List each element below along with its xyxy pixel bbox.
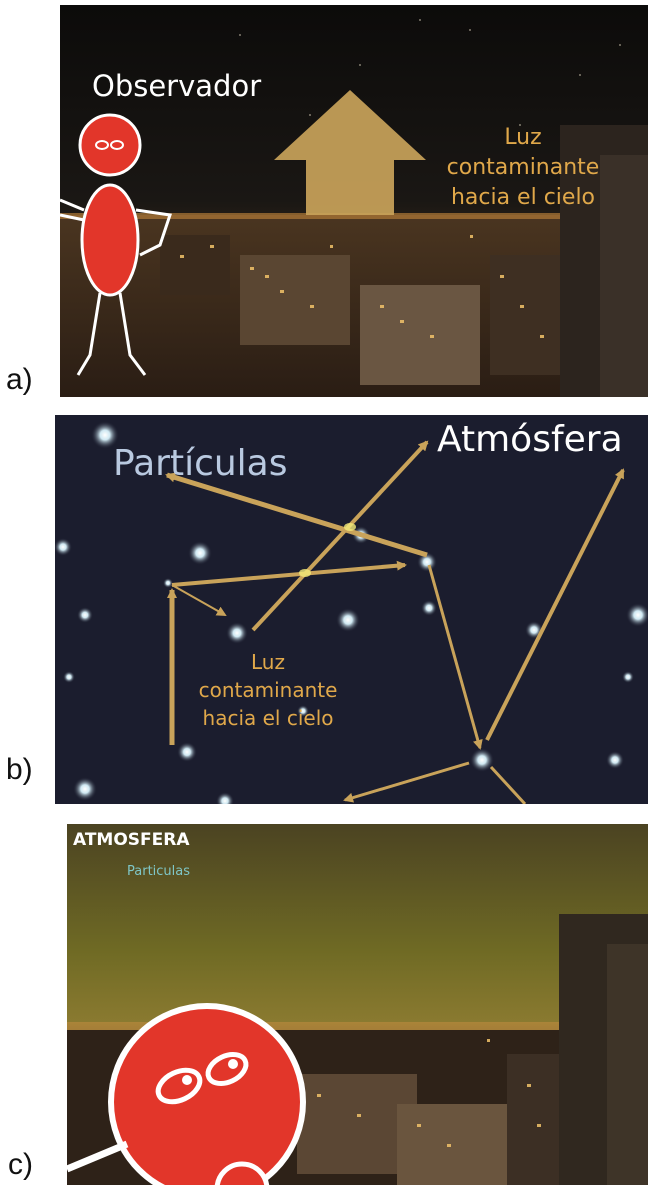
arrow-small [171, 584, 227, 616]
observer-figure-closeup [67, 1003, 306, 1185]
atmosphere-title: ATMOSFERA [73, 830, 190, 850]
particles-subtitle: Particulas [127, 864, 191, 879]
arrow-to-particles [165, 472, 428, 558]
light-line-3: hacia el cielo [202, 706, 334, 730]
panel-label-c: c) [8, 1148, 33, 1181]
light-line-1: Luz [251, 650, 285, 674]
arrow-up-right [485, 468, 625, 741]
arrow-down-left [343, 761, 470, 803]
arrow-right [171, 560, 407, 587]
scatter-highlights [299, 523, 356, 577]
light-pollution-text-a: Luz contaminante hacia el cielo [428, 123, 618, 213]
observer-label: Observador [92, 69, 262, 103]
arrow-down [427, 564, 483, 750]
panel-c: ATMOSFERA Particulas [67, 824, 648, 1185]
particles-label: Partículas [113, 443, 288, 484]
light-line-2: contaminante [446, 155, 600, 180]
scatter-arrows [165, 440, 625, 804]
panel-b: Partículas Atmósfera Luz contaminante ha… [55, 415, 648, 804]
observer-figure [60, 113, 172, 376]
panel-a: Observador Luz contaminante hacia el cie… [60, 5, 648, 397]
light-line-1: Luz [504, 125, 542, 150]
sky-stars [239, 19, 621, 126]
panel-a-scene [60, 5, 648, 397]
panel-label-a: a) [6, 363, 33, 396]
light-up-arrow [274, 90, 426, 215]
light-line-2: contaminante [198, 678, 338, 702]
panel-b-scene [55, 415, 648, 804]
panel-label-b: b) [6, 753, 33, 786]
light-pollution-text-b: Luz contaminante hacia el cielo [173, 648, 363, 732]
arrow-to-atmosphere [251, 440, 429, 632]
atmosphere-label: Atmósfera [437, 419, 623, 460]
light-line-3: hacia el cielo [450, 185, 596, 210]
panel-c-scene [67, 824, 648, 1185]
arrow-down-right [489, 765, 527, 804]
